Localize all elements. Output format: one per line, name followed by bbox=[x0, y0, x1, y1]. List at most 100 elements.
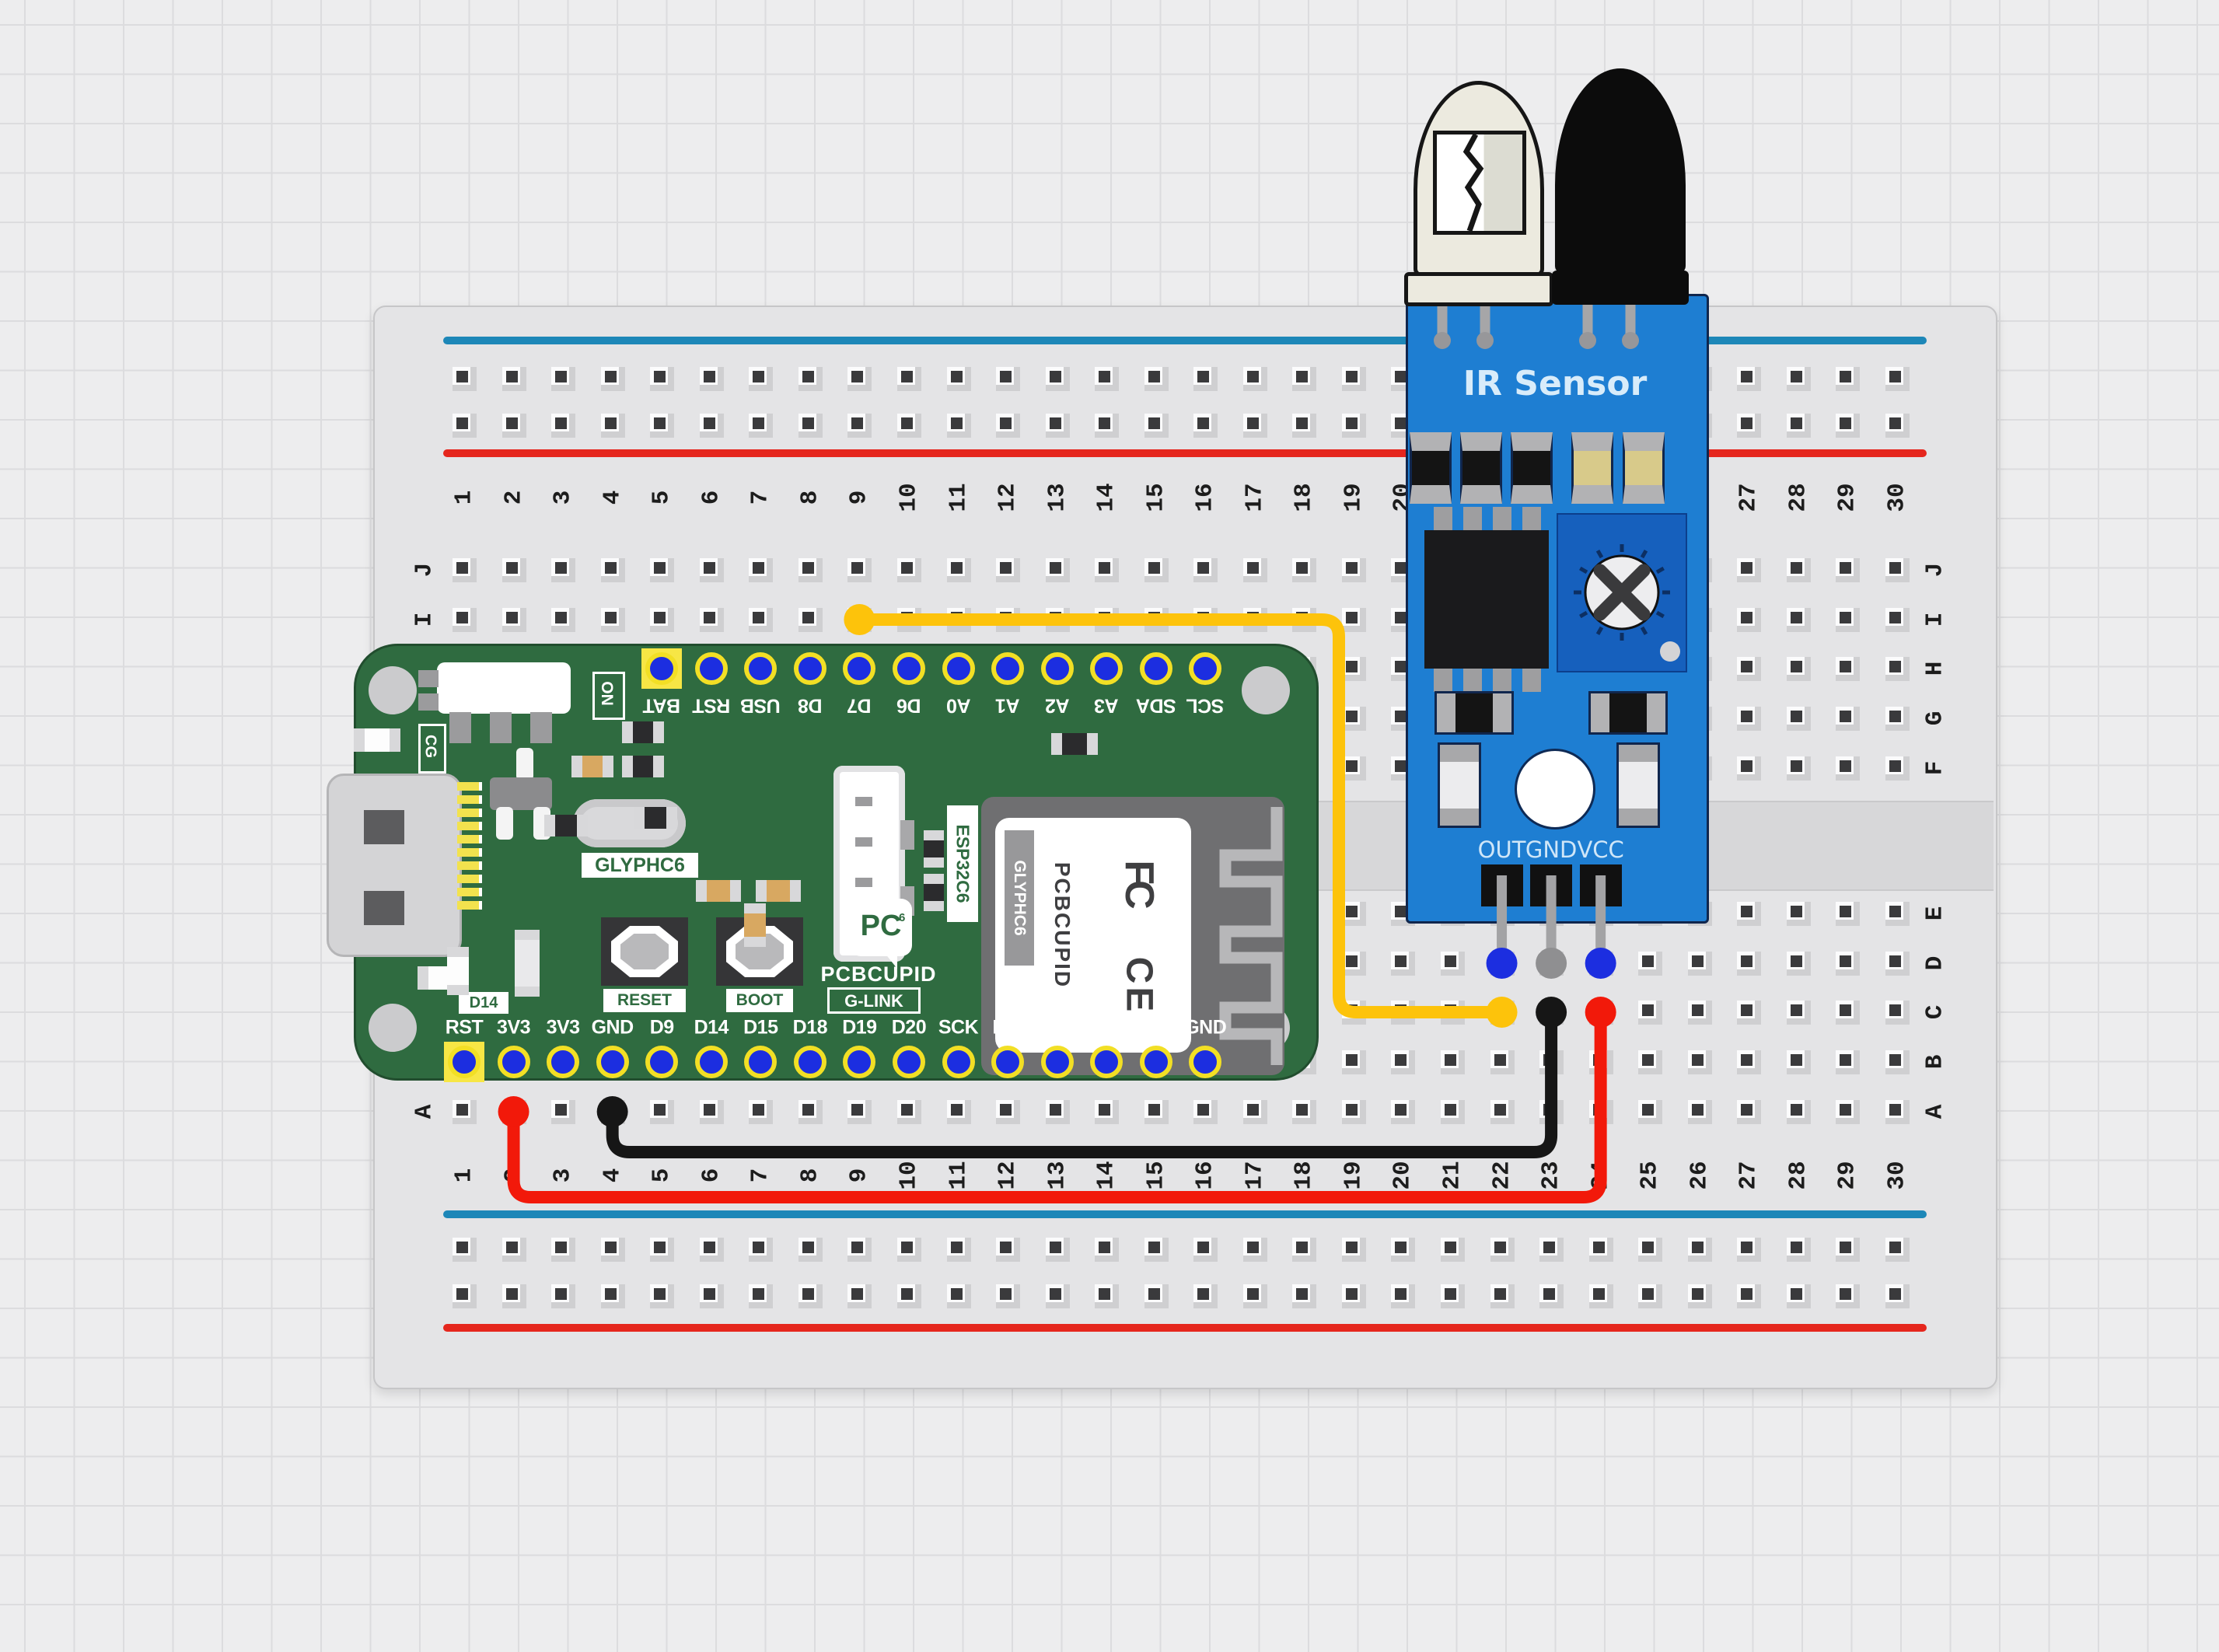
breadboard-hole[interactable] bbox=[1292, 1100, 1317, 1124]
breadboard-hole[interactable] bbox=[453, 608, 477, 632]
rail-hole[interactable] bbox=[996, 1284, 1021, 1308]
breadboard-hole[interactable] bbox=[551, 608, 576, 632]
rail-hole[interactable] bbox=[650, 414, 675, 438]
breadboard-hole[interactable] bbox=[896, 558, 921, 582]
breadboard-hole[interactable] bbox=[946, 558, 971, 582]
breadboard-hole[interactable] bbox=[551, 558, 576, 582]
breadboard-hole[interactable] bbox=[1588, 1001, 1613, 1025]
rail-hole[interactable] bbox=[1095, 367, 1120, 391]
rail-hole[interactable] bbox=[1292, 367, 1317, 391]
rail-hole[interactable] bbox=[1885, 1284, 1910, 1308]
breadboard-hole[interactable] bbox=[1638, 1100, 1663, 1124]
breadboard-hole[interactable] bbox=[1490, 1100, 1515, 1124]
breadboard-hole[interactable] bbox=[749, 1100, 774, 1124]
rail-hole[interactable] bbox=[1193, 1238, 1218, 1262]
rail-hole[interactable] bbox=[600, 367, 625, 391]
rail-hole[interactable] bbox=[1193, 1284, 1218, 1308]
breadboard-hole[interactable] bbox=[896, 608, 921, 632]
rail-hole[interactable] bbox=[453, 414, 477, 438]
rail-hole[interactable] bbox=[1292, 1284, 1317, 1308]
rail-hole[interactable] bbox=[1588, 1284, 1613, 1308]
rail-hole[interactable] bbox=[1391, 1238, 1416, 1262]
rail-hole[interactable] bbox=[1144, 1284, 1169, 1308]
breadboard-hole[interactable] bbox=[1490, 1050, 1515, 1074]
breadboard-hole[interactable] bbox=[1588, 1050, 1613, 1074]
breadboard-hole[interactable] bbox=[1786, 1050, 1811, 1074]
rail-hole[interactable] bbox=[699, 367, 724, 391]
breadboard-hole[interactable] bbox=[996, 1100, 1021, 1124]
breadboard-hole[interactable] bbox=[551, 1100, 576, 1124]
pin-3v3-bottom[interactable] bbox=[497, 1046, 530, 1078]
breadboard-hole[interactable] bbox=[699, 1100, 724, 1124]
breadboard-hole[interactable] bbox=[1341, 902, 1366, 926]
breadboard-hole[interactable] bbox=[1786, 707, 1811, 731]
breadboard-hole[interactable] bbox=[1292, 608, 1317, 632]
rail-hole[interactable] bbox=[798, 367, 823, 391]
rail-hole[interactable] bbox=[798, 414, 823, 438]
rail-hole[interactable] bbox=[946, 1284, 971, 1308]
breadboard-hole[interactable] bbox=[1786, 1001, 1811, 1025]
rail-hole[interactable] bbox=[996, 414, 1021, 438]
rail-hole[interactable] bbox=[1885, 1238, 1910, 1262]
rail-hole[interactable] bbox=[1242, 414, 1267, 438]
breadboard-hole[interactable] bbox=[1836, 1050, 1861, 1074]
rail-hole[interactable] bbox=[1144, 1238, 1169, 1262]
rail-hole[interactable] bbox=[1539, 1238, 1564, 1262]
rail-hole[interactable] bbox=[1588, 1238, 1613, 1262]
rail-hole[interactable] bbox=[1242, 1238, 1267, 1262]
rail-hole[interactable] bbox=[453, 1238, 477, 1262]
rail-hole[interactable] bbox=[1638, 1284, 1663, 1308]
rail-hole[interactable] bbox=[551, 414, 576, 438]
rail-hole[interactable] bbox=[501, 414, 526, 438]
breadboard-hole[interactable] bbox=[1737, 657, 1762, 681]
breadboard-hole[interactable] bbox=[1539, 1050, 1564, 1074]
rail-hole[interactable] bbox=[996, 1238, 1021, 1262]
breadboard-hole[interactable] bbox=[1242, 558, 1267, 582]
breadboard-hole[interactable] bbox=[1490, 952, 1515, 976]
rail-hole[interactable] bbox=[847, 1238, 872, 1262]
pin-a0-top[interactable] bbox=[942, 652, 975, 685]
pin-a3-top[interactable] bbox=[1090, 652, 1123, 685]
breadboard-hole[interactable] bbox=[996, 558, 1021, 582]
breadboard-hole[interactable] bbox=[1441, 1050, 1465, 1074]
pin-d6-top[interactable] bbox=[892, 652, 925, 685]
rail-hole[interactable] bbox=[1836, 414, 1861, 438]
breadboard-hole[interactable] bbox=[600, 608, 625, 632]
breadboard-hole[interactable] bbox=[453, 558, 477, 582]
rail-hole[interactable] bbox=[1687, 1238, 1712, 1262]
rail-hole[interactable] bbox=[896, 1238, 921, 1262]
breadboard-hole[interactable] bbox=[699, 558, 724, 582]
breadboard-hole[interactable] bbox=[1737, 756, 1762, 781]
breadboard-hole[interactable] bbox=[1341, 558, 1366, 582]
rail-hole[interactable] bbox=[1786, 1284, 1811, 1308]
breadboard-hole[interactable] bbox=[1095, 1100, 1120, 1124]
rail-hole[interactable] bbox=[1737, 1284, 1762, 1308]
rail-hole[interactable] bbox=[847, 414, 872, 438]
pin-d15-bottom[interactable] bbox=[744, 1046, 778, 1078]
rail-hole[interactable] bbox=[1045, 367, 1070, 391]
pin-scl-top[interactable] bbox=[1189, 652, 1222, 685]
rail-hole[interactable] bbox=[1638, 1238, 1663, 1262]
rail-hole[interactable] bbox=[1539, 1284, 1564, 1308]
breadboard-hole[interactable] bbox=[996, 608, 1021, 632]
rail-hole[interactable] bbox=[1786, 1238, 1811, 1262]
rail-hole[interactable] bbox=[847, 367, 872, 391]
breadboard-hole[interactable] bbox=[1341, 1050, 1366, 1074]
rail-hole[interactable] bbox=[1242, 1284, 1267, 1308]
power-rail-positive-line[interactable] bbox=[443, 449, 1927, 457]
rail-hole[interactable] bbox=[749, 414, 774, 438]
rail-hole[interactable] bbox=[1242, 367, 1267, 391]
rail-hole[interactable] bbox=[1885, 414, 1910, 438]
rail-hole[interactable] bbox=[501, 1238, 526, 1262]
rail-hole[interactable] bbox=[1885, 367, 1910, 391]
breadboard-hole[interactable] bbox=[1539, 952, 1564, 976]
breadboard-hole[interactable] bbox=[1144, 1100, 1169, 1124]
breadboard-hole[interactable] bbox=[650, 1100, 675, 1124]
rail-hole[interactable] bbox=[501, 1284, 526, 1308]
breadboard-hole[interactable] bbox=[1786, 558, 1811, 582]
breadboard-hole[interactable] bbox=[1193, 558, 1218, 582]
rail-hole[interactable] bbox=[896, 367, 921, 391]
breadboard-hole[interactable] bbox=[1885, 756, 1910, 781]
breadboard-hole[interactable] bbox=[946, 608, 971, 632]
breadboard-hole[interactable] bbox=[1341, 756, 1366, 781]
